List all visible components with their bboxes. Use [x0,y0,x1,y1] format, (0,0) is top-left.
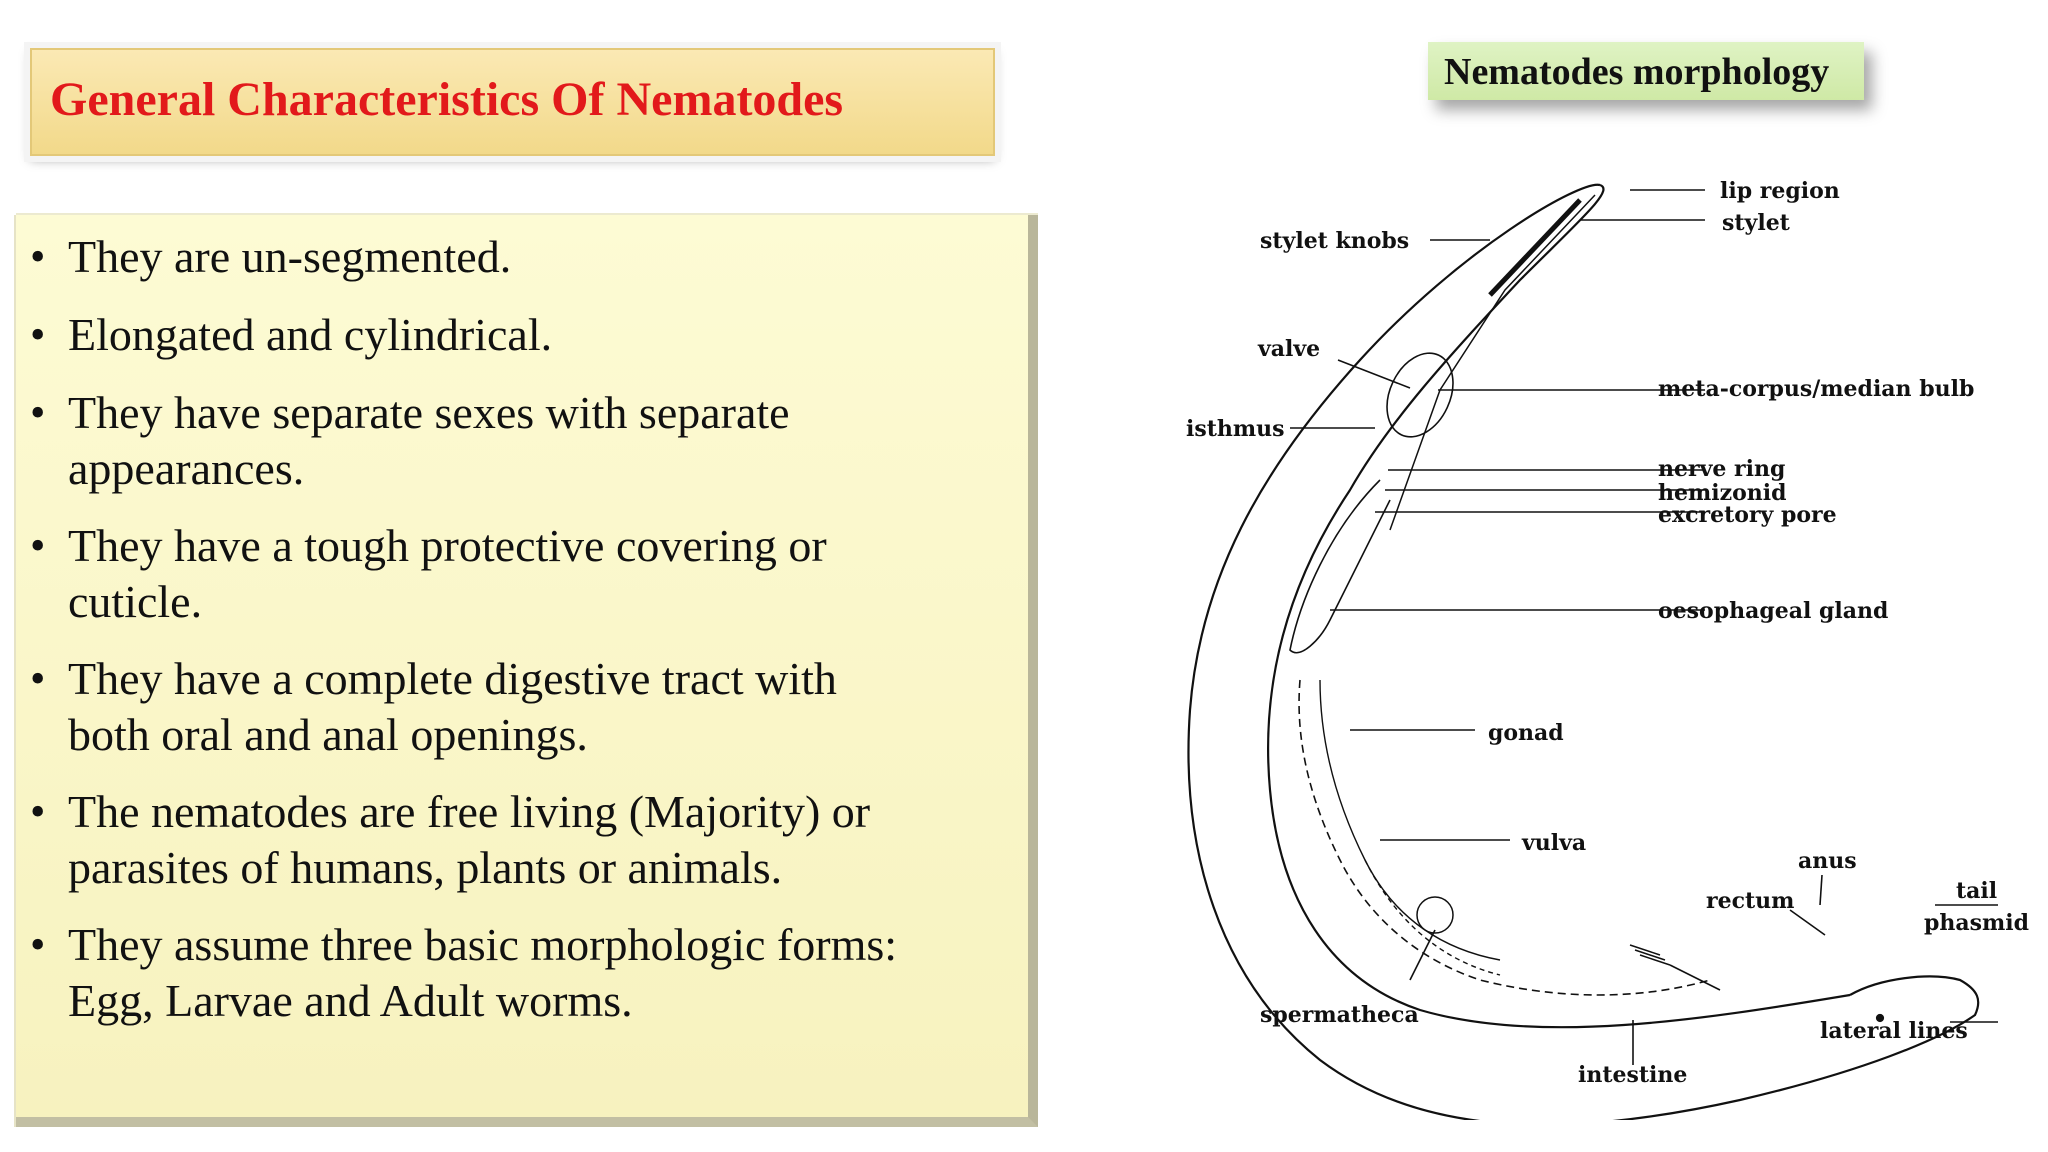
label-phasmid: phasmid [1924,910,2029,936]
label-lateral-lines: lateral lines [1820,1018,1968,1044]
bullet-dot-icon: • [30,521,46,570]
figure-caption: Nematodes morphology [1444,51,1830,93]
bullet-dot-icon: • [30,787,46,836]
bullet-text: They assume three basic morphologic form… [68,919,898,970]
label-stylet: stylet [1722,210,1791,236]
label-vulva: vulva [1521,830,1586,856]
label-spermatheca: spermatheca [1260,1002,1419,1028]
label-intestine: intestine [1578,1062,1687,1088]
bullet-text: They have separate sexes with separate [68,387,790,438]
characteristics-panel: • They are un-segmented. • Elongated and cy… [16,215,1038,1127]
bullet-text: Egg, Larvae and Adult worms. [68,975,633,1026]
label-lip-region: lip region [1720,178,1840,204]
bullet-dot-icon: • [30,920,46,969]
bullet-text: They have a tough protective covering or [68,520,827,571]
bullet-text: They are un-segmented. [68,231,512,282]
bullet-dot-icon: • [30,654,46,703]
nematode-diagram: lip region stylet stylet knobs valve met… [1186,178,2029,1120]
body-outline-inner [1267,183,1851,1029]
title-banner: General Characteristics Of Nematodes [30,48,995,156]
slide-title: General Characteristics Of Nematodes [50,73,844,126]
label-gonad: gonad [1488,720,1564,746]
label-tail: tail [1956,878,1997,904]
label-excretory-pore: excretory pore [1658,502,1837,528]
bullet-text: They have a complete digestive tract wit… [68,653,837,704]
bullet-text: appearances. [68,443,305,494]
label-anus: anus [1798,848,1857,874]
bullet-text: parasites of humans, plants or animals. [68,842,783,893]
bullet-text: The nematodes are free living (Majority)… [68,786,871,837]
label-rectum: rectum [1706,888,1794,914]
bullet-text: Elongated and cylindrical. [68,309,553,360]
bullet-text: cuticle. [68,576,203,627]
bullet-dot-icon: • [30,310,46,359]
bullet-dot-icon: • [30,388,46,437]
body-outline-outer [1187,183,1980,1120]
label-valve: valve [1257,336,1320,362]
label-isthmus: isthmus [1186,416,1285,442]
label-nerve-ring: nerve ring [1658,456,1785,482]
label-oesophageal-gland: oesophageal gland [1658,598,1888,624]
label-hemizonid: hemizonid [1658,480,1787,506]
figure-caption-box: Nematodes morphology [1428,42,1864,100]
label-stylet-knobs: stylet knobs [1260,228,1409,254]
bullet-text: both oral and anal openings. [68,709,588,760]
label-meta-corpus: meta-corpus/median bulb [1658,376,1974,402]
bullet-dot-icon: • [30,232,46,281]
